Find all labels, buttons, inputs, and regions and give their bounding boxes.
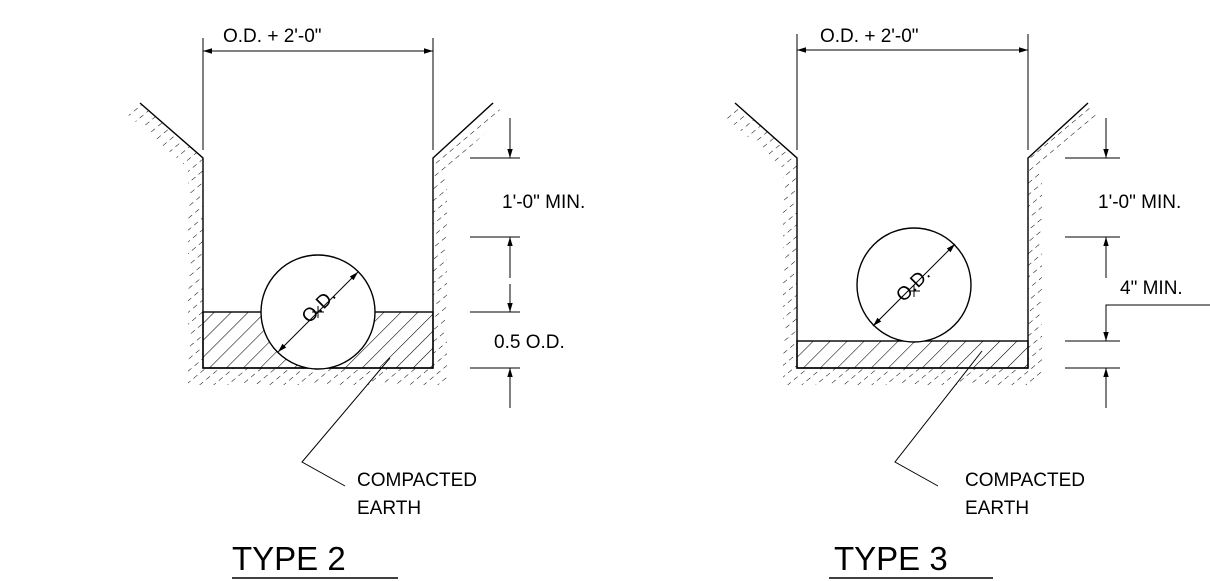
bedding-label: 4" MIN. xyxy=(1120,278,1183,299)
detail-title: TYPE 2 xyxy=(232,540,346,577)
callout-line-1: COMPACTED xyxy=(965,470,1085,491)
native-soil-hatch xyxy=(723,103,1100,385)
width-label: O.D. + 2'-0" xyxy=(820,26,919,47)
callout-line-1: COMPACTED xyxy=(357,470,477,491)
cover-label: 1'-0" MIN. xyxy=(1098,192,1181,213)
native-soil-hatch xyxy=(128,103,505,385)
compacted-earth-bedding xyxy=(796,340,1029,369)
callout-line-2: EARTH xyxy=(357,498,421,519)
bedding-leader-down xyxy=(1103,304,1210,341)
bedding-label: 0.5 O.D. xyxy=(494,332,565,353)
type-3-detail: O.D. + 2'-0" O.D. 1'-0" MIN. 4" MIN. COM… xyxy=(723,26,1210,579)
cover-label: 1'-0" MIN. xyxy=(502,192,585,213)
width-label: O.D. + 2'-0" xyxy=(223,26,322,47)
callout-line-2: EARTH xyxy=(965,498,1029,519)
callout-leader xyxy=(894,350,983,487)
type-2-detail: O.D. + 2'-0" O.D. 1'-0" MIN. 0.5 O.D. CO… xyxy=(128,26,585,579)
detail-title: TYPE 3 xyxy=(834,540,948,577)
callout-leader xyxy=(301,357,391,487)
